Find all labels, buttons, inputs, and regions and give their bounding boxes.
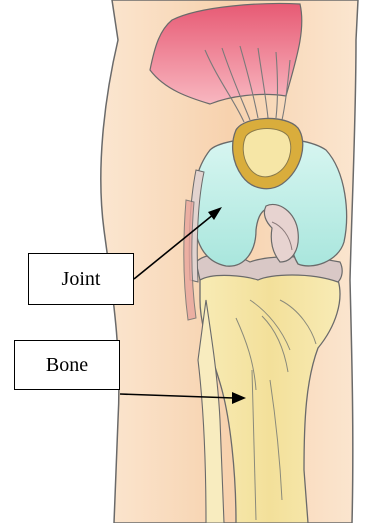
joint-label: Joint <box>28 253 134 305</box>
bone-label: Bone <box>14 340 120 390</box>
